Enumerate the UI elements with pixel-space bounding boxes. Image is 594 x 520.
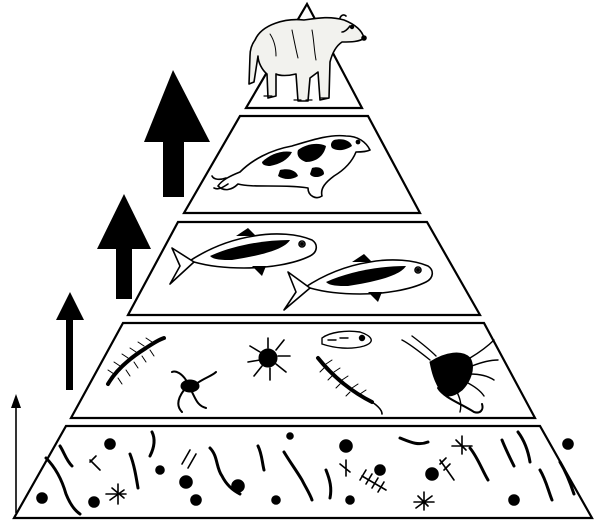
arrow-very-thick [144,70,210,197]
arrow-thick [97,194,151,299]
arrow-thin [11,394,21,513]
tier-phytoplankton [14,426,592,518]
arrow-medium [56,292,84,390]
fish-larva-icon [322,331,371,348]
